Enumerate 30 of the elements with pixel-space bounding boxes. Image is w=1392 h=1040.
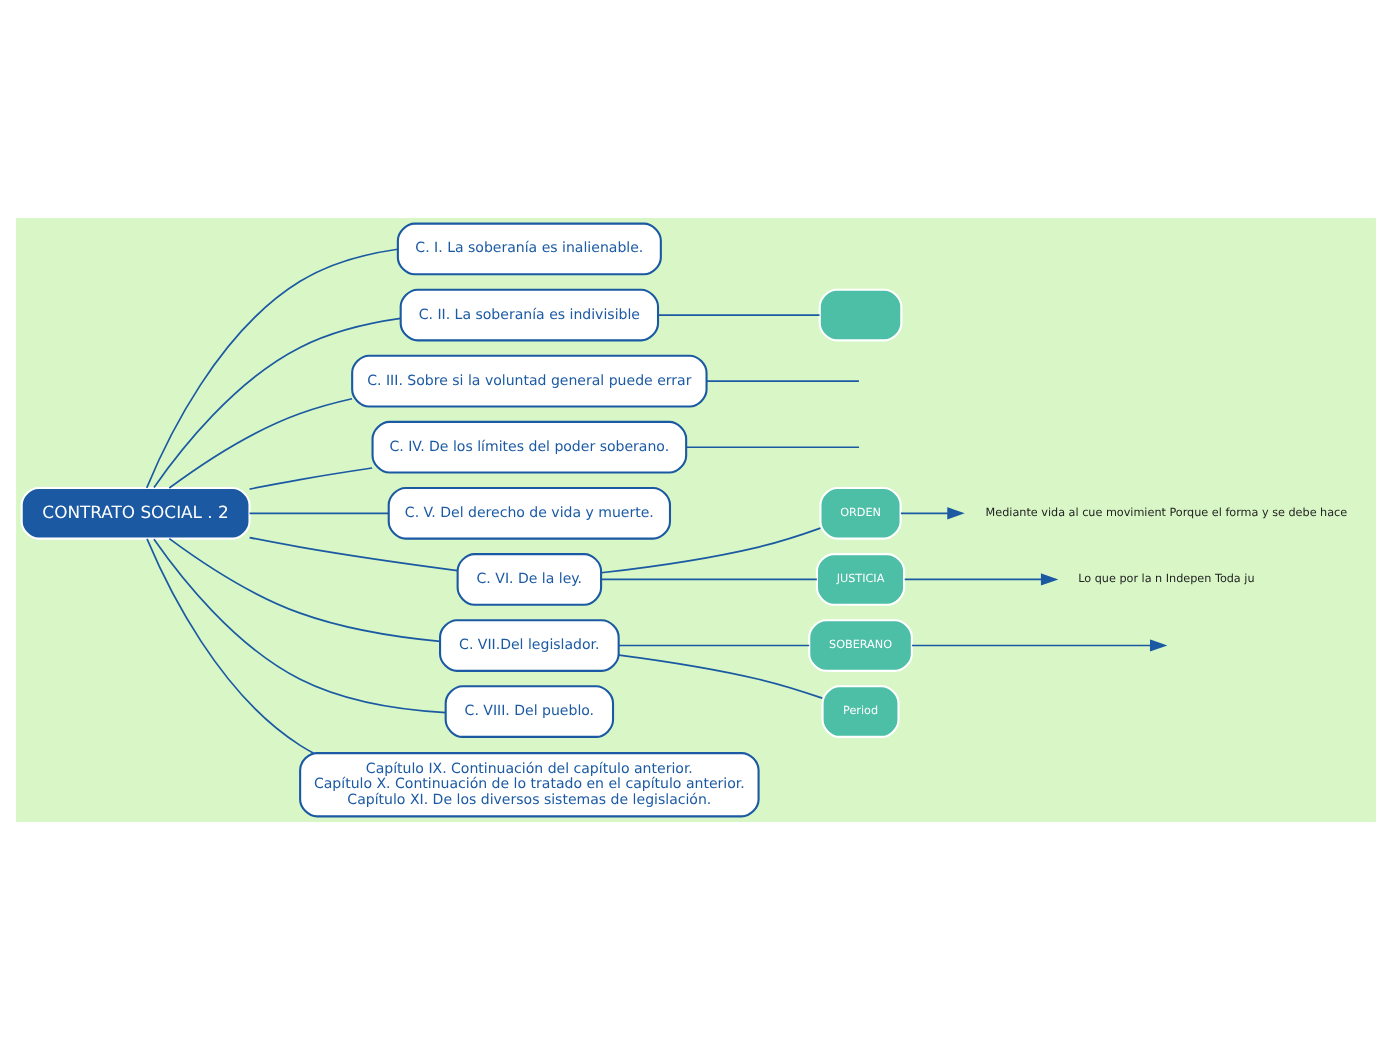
node-box: C. V. Del derecho de vida y muerte.	[387, 486, 672, 540]
node-box: C. I. La soberanía es inalienable.	[396, 222, 662, 276]
connector	[248, 512, 390, 515]
connector	[600, 527, 822, 574]
connector	[657, 314, 821, 316]
connector	[146, 538, 315, 754]
connector	[248, 536, 459, 572]
connector	[248, 467, 373, 490]
connector	[600, 578, 818, 581]
node-box: C. II. La soberanía es indivisible	[399, 288, 660, 342]
node-box: Capítulo IX. Continuación del capítulo anterior. Capítulo X. Continuación de lo tratado en el capítulo anterior. Capítulo XI. De los diversos sistemas de legislación.	[299, 752, 760, 818]
arrow	[911, 639, 1168, 652]
arrow	[903, 573, 1059, 586]
connector	[618, 654, 824, 699]
node-box: C. IV. De los límites del poder soberano.	[371, 420, 688, 474]
connector	[153, 317, 402, 489]
node-box: C. III. Sobre si la voluntad general puede errar	[351, 354, 708, 408]
arrow	[900, 507, 965, 520]
connector	[706, 380, 860, 382]
connector	[617, 644, 811, 647]
node-box: C. VII.Del legislador.	[439, 619, 620, 672]
connector	[168, 537, 441, 643]
node-box: C. VI. De la ley.	[456, 553, 603, 606]
connector	[153, 538, 447, 714]
node-box: C. VIII. Del pueblo.	[444, 685, 615, 738]
node-box	[818, 288, 903, 342]
connector	[168, 397, 353, 489]
connector	[145, 248, 399, 489]
node-box: CONTRATO SOCIAL . 2	[20, 486, 251, 540]
connector	[685, 446, 860, 449]
